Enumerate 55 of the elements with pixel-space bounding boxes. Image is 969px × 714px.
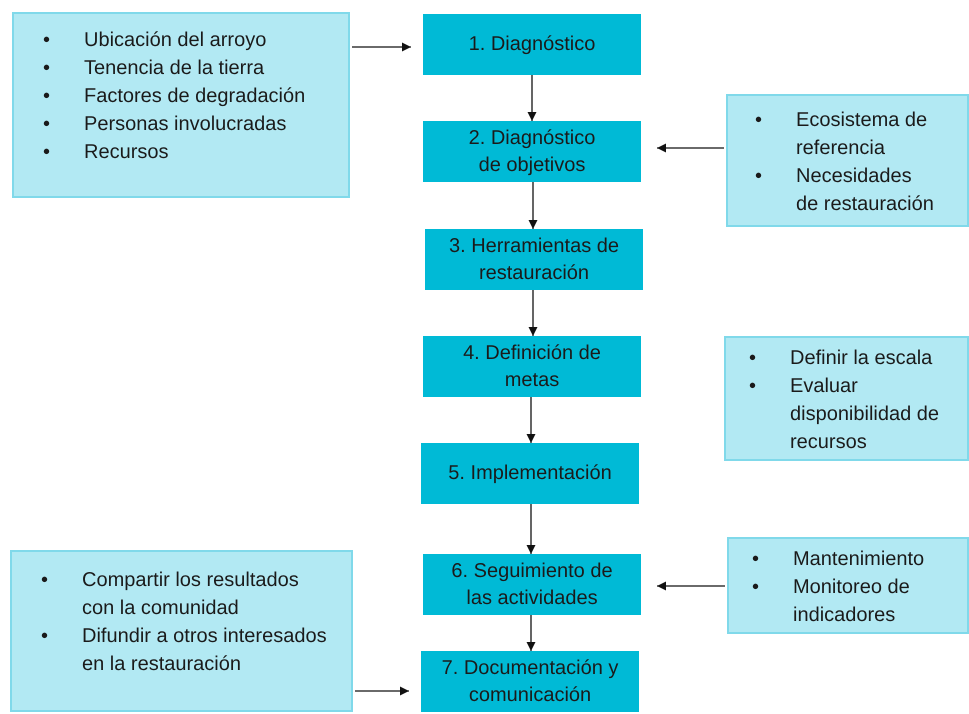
step-box	[425, 229, 643, 290]
arrow	[526, 397, 536, 443]
bullet-mark: •	[40, 624, 48, 649]
bullet-text: Difundir a otros interesados en la restauración	[82, 624, 327, 677]
arrow	[528, 290, 538, 336]
step-box	[423, 14, 641, 75]
step-label: 6. Seguimiento de las actividades	[450, 558, 614, 610]
step-label: 3. Herramientas de restauración	[448, 234, 620, 286]
bullet-text: Monitoreo de indicadores	[793, 575, 911, 628]
arrow	[528, 182, 538, 229]
step-box	[421, 651, 639, 712]
bullet-mark: •	[754, 164, 762, 189]
bullet-mark: •	[42, 56, 50, 81]
step-box	[423, 554, 641, 615]
bullet-text: Ubicación del arroyo	[84, 28, 266, 53]
bullet-text: Recursos	[84, 140, 168, 165]
bullet-mark: •	[42, 112, 50, 137]
arrow	[355, 686, 409, 696]
arrow	[526, 504, 536, 554]
bullet-mark: •	[752, 547, 759, 572]
bullet-text: Ecosistema de referencia	[796, 108, 928, 161]
bullet-text: Personas involucradas	[84, 112, 286, 137]
arrow	[526, 615, 536, 651]
note-box	[726, 94, 969, 227]
bullet-mark: •	[752, 575, 759, 600]
step-label: 4. Definición de metas	[462, 340, 602, 392]
step-box	[423, 336, 641, 397]
step-label: 5. Implementación	[448, 461, 612, 486]
bullet-mark: •	[42, 140, 50, 165]
bullet-mark: •	[754, 108, 762, 133]
step-label: 1. Diagnóstico	[468, 32, 596, 57]
bullet-text: Mantenimiento	[793, 547, 924, 572]
bullet-mark: •	[42, 84, 50, 109]
bullet-mark: •	[748, 374, 756, 399]
bullet-text: Factores de degradación	[84, 84, 306, 109]
bullet-mark: •	[42, 28, 50, 53]
note-box	[10, 550, 353, 712]
note-box	[12, 12, 350, 198]
arrow	[528, 75, 536, 121]
note-box	[724, 336, 969, 461]
bullet-text: Definir la escala	[790, 346, 932, 371]
step-label: 7. Documentación y comunicación	[440, 656, 620, 708]
step-label: 2. Diagnóstico de objetivos	[468, 126, 596, 178]
step-box	[421, 443, 639, 504]
note-box	[727, 537, 969, 634]
bullet-mark: •	[748, 346, 756, 371]
step-box	[423, 121, 641, 182]
bullet-text: Evaluar disponibilidad de recursos	[790, 374, 940, 455]
bullet-text: Compartir los resultados con la comunidad	[82, 568, 300, 621]
arrow	[657, 582, 725, 590]
bullet-text: Necesidades de restauración	[796, 164, 935, 217]
arrow	[352, 42, 411, 52]
bullet-mark: •	[40, 568, 48, 593]
arrow	[657, 144, 724, 152]
bullet-text: Tenencia de la tierra	[84, 56, 264, 81]
